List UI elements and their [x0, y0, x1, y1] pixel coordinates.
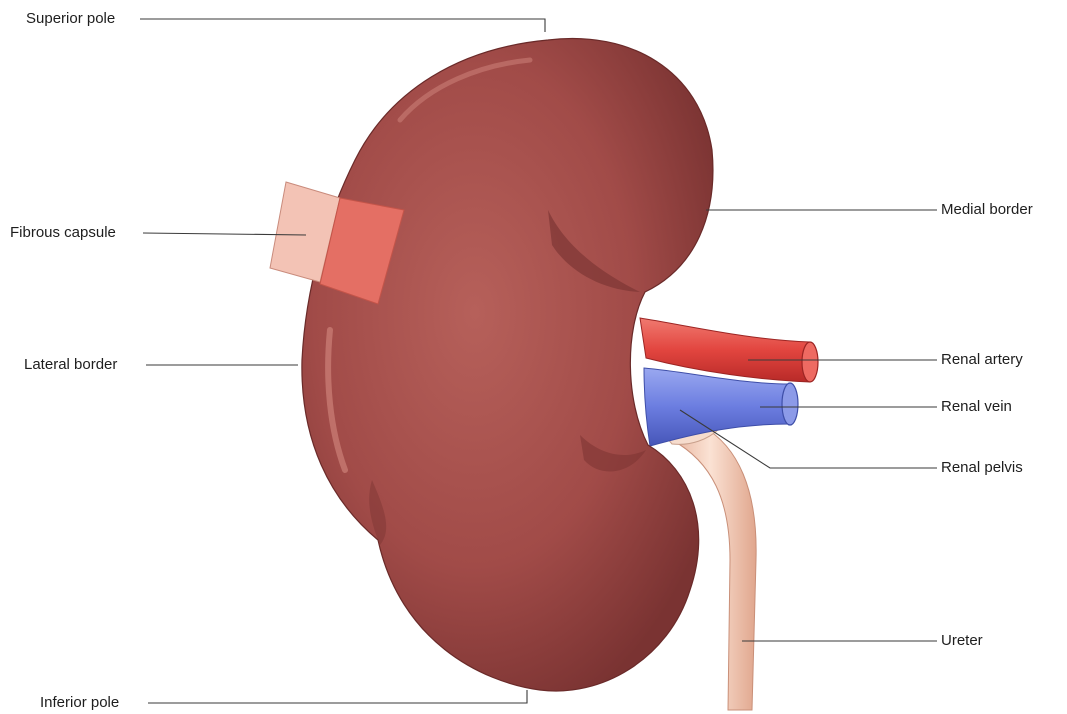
label-renal-artery: Renal artery	[941, 351, 1023, 369]
label-lateral-border: Lateral border	[24, 356, 117, 374]
label-fibrous-capsule: Fibrous capsule	[10, 224, 116, 242]
renal-artery-opening	[802, 342, 818, 382]
leader-superior-pole	[140, 19, 545, 32]
label-superior-pole: Superior pole	[26, 10, 115, 28]
label-renal-pelvis: Renal pelvis	[941, 459, 1023, 477]
label-renal-vein: Renal vein	[941, 398, 1012, 416]
leader-inferior-pole	[148, 690, 527, 703]
renal-vein-opening	[782, 383, 798, 425]
label-ureter: Ureter	[941, 632, 983, 650]
kidney-body	[302, 38, 713, 691]
label-inferior-pole: Inferior pole	[40, 694, 119, 712]
label-medial-border: Medial border	[941, 201, 1033, 219]
